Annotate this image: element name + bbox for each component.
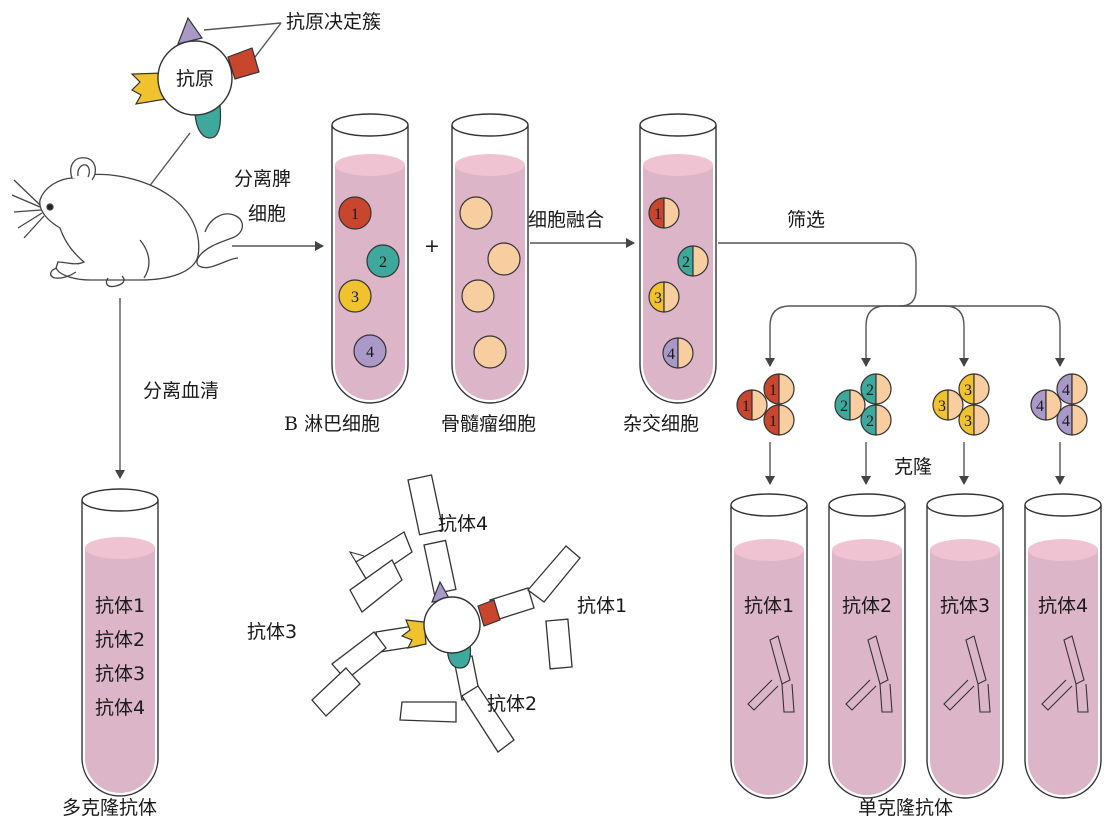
- svg-text:1: 1: [351, 206, 359, 223]
- svg-text:3: 3: [351, 289, 359, 306]
- tube-myeloma: [451, 113, 529, 404]
- mono-ab1-label: 抗体1: [744, 595, 794, 617]
- mono-ab4-label: 抗体4: [1038, 595, 1088, 617]
- center-ab4-label: 抗体4: [438, 513, 488, 535]
- svg-text:4: 4: [1062, 382, 1070, 399]
- svg-text:4: 4: [1036, 398, 1044, 415]
- separate-spleen-label-2: 细胞: [248, 203, 286, 225]
- tube-b-lymphocyte: 1 2 3 4: [331, 113, 409, 404]
- antigen-label: 抗原: [176, 68, 214, 90]
- antibody-2: [399, 655, 515, 753]
- myeloma-cell: [461, 279, 495, 313]
- antigen-antibody-complex: [311, 474, 581, 753]
- svg-text:4: 4: [667, 346, 675, 363]
- tube-hybrid: 1 2 3 4: [639, 113, 717, 404]
- svg-text:1: 1: [742, 398, 750, 415]
- antigen-determinant-label: 抗原决定簇: [286, 11, 381, 33]
- hybrid-label: 杂交细胞: [623, 413, 699, 435]
- clone-cluster-3: 3 3 3: [932, 373, 990, 436]
- separate-serum-label: 分离血清: [143, 380, 219, 402]
- poly-ab3-label: 抗体3: [95, 663, 145, 685]
- antibody-4: [348, 474, 457, 613]
- b-cell-4: [353, 334, 387, 368]
- b-lymphocyte-label: B 淋巴细胞: [284, 413, 380, 435]
- b-cell-1: [338, 196, 372, 230]
- svg-text:1: 1: [769, 382, 777, 399]
- mono-ab3-label: 抗体3: [940, 595, 990, 617]
- poly-ab1-label: 抗体1: [95, 595, 145, 617]
- clone-cluster-2: 2 2 2: [834, 373, 892, 436]
- mono-ab2-label: 抗体2: [842, 595, 892, 617]
- antigen-body: [157, 40, 233, 116]
- cloning-label: 克隆: [894, 456, 932, 478]
- svg-text:3: 3: [654, 290, 662, 307]
- tube-monoclonal-2: 抗体2: [828, 493, 906, 799]
- mouse-icon: [11, 157, 243, 288]
- b-cell-2: [366, 244, 400, 278]
- poly-ab2-label: 抗体2: [95, 629, 145, 651]
- svg-text:1: 1: [654, 206, 662, 223]
- tube-monoclonal-3: 抗体3: [926, 493, 1004, 799]
- poly-ab4-label: 抗体4: [95, 697, 145, 719]
- svg-text:2: 2: [866, 413, 874, 430]
- center-ab3-label: 抗体3: [247, 621, 297, 643]
- clone-cluster-4: 4 4 4: [1030, 373, 1088, 436]
- myeloma-cell: [487, 242, 521, 276]
- tube-monoclonal-1: 抗体1: [730, 493, 808, 799]
- polyclonal-label: 多克隆抗体: [62, 797, 157, 819]
- clone-cluster-1: 1 1 1: [736, 373, 795, 436]
- svg-text:3: 3: [964, 413, 972, 430]
- myeloma-cell: [473, 335, 507, 369]
- screening-branches: [718, 242, 1065, 367]
- cell-fusion-label: 细胞融合: [528, 209, 604, 231]
- svg-text:2: 2: [840, 398, 848, 415]
- plus-sign: +: [424, 235, 440, 257]
- b-cell-3: [338, 279, 372, 313]
- svg-text:3: 3: [938, 398, 946, 415]
- tube-monoclonal-4: 抗体4: [1024, 493, 1102, 799]
- svg-text:2: 2: [379, 254, 387, 271]
- monoclonal-label: 单克隆抗体: [858, 797, 953, 819]
- svg-text:4: 4: [366, 344, 374, 361]
- svg-text:4: 4: [1062, 413, 1070, 430]
- center-ab2-label: 抗体2: [487, 693, 537, 715]
- myeloma-cell: [459, 196, 493, 230]
- myeloma-label: 骨髓瘤细胞: [441, 413, 536, 435]
- center-ab1-label: 抗体1: [577, 595, 627, 617]
- svg-text:3: 3: [964, 382, 972, 399]
- antibody-1: [489, 545, 581, 670]
- svg-text:2: 2: [866, 382, 874, 399]
- tube-polyclonal: 抗体1 抗体2 抗体3 抗体4: [81, 488, 159, 797]
- separate-spleen-label-1: 分离脾: [234, 168, 291, 190]
- screening-label: 筛选: [787, 209, 825, 231]
- antigen-determinant-red: [227, 47, 260, 80]
- antigen-determinant-purple: [177, 16, 203, 45]
- svg-text:1: 1: [769, 413, 777, 430]
- svg-text:2: 2: [682, 254, 690, 271]
- antigen: 抗原 抗原决定簇: [130, 11, 381, 139]
